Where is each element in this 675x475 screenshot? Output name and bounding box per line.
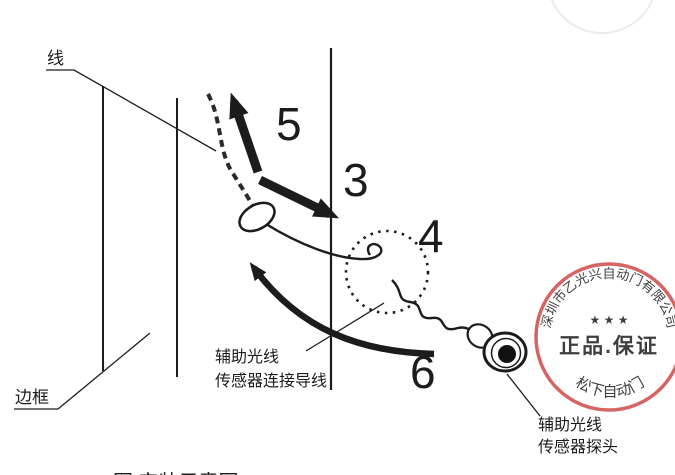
label-probe-line2: 传感器探头 <box>538 438 618 456</box>
stamp-stars: ★ ★ ★ <box>590 313 629 327</box>
step-number-6: 6 <box>410 346 436 398</box>
mounting-hole-ellipse <box>238 201 276 233</box>
faint-circle-watermark <box>550 0 654 34</box>
sensor-probe-lens <box>498 345 516 363</box>
coiled-wire-path <box>391 279 479 337</box>
step-number-3: 3 <box>343 154 369 206</box>
label-connector-line1: 辅助光线 <box>215 348 279 366</box>
sensor-probe <box>466 323 528 373</box>
stamp-bottom-text: 松下自动门 <box>573 374 648 401</box>
step-number-5: 5 <box>276 98 302 150</box>
step-number-4: 4 <box>418 210 444 262</box>
label-wire: 线 <box>47 49 64 68</box>
stamp-title-text: 正品.保证 <box>559 335 659 358</box>
wire-dashed-path <box>206 93 256 209</box>
arrow-up-icon <box>229 92 263 174</box>
leader-line-frame <box>14 332 151 410</box>
leader-line-wire <box>46 69 217 152</box>
arrow-down-right-icon <box>258 175 340 219</box>
caption-fragment: 图 安装示意图 <box>113 471 239 475</box>
stamp-outer-circle <box>534 262 675 412</box>
curved-arrow-icon <box>249 262 435 358</box>
label-connector-line2: 传感器连接导线 <box>215 372 327 390</box>
sensor-probe-ring <box>490 337 522 369</box>
highlight-dotted-circle <box>344 229 430 315</box>
leader-line-connector <box>305 302 385 352</box>
label-probe-line1: 辅助光线 <box>538 416 602 434</box>
leader-line-probe <box>506 373 541 417</box>
label-frame: 边框 <box>15 388 49 407</box>
sensor-lead-wire-path <box>265 222 383 261</box>
certification-stamp: 深圳市乙光兴自动门有限公司 ★ ★ ★ 正品.保证 松下自动门 <box>534 262 675 412</box>
